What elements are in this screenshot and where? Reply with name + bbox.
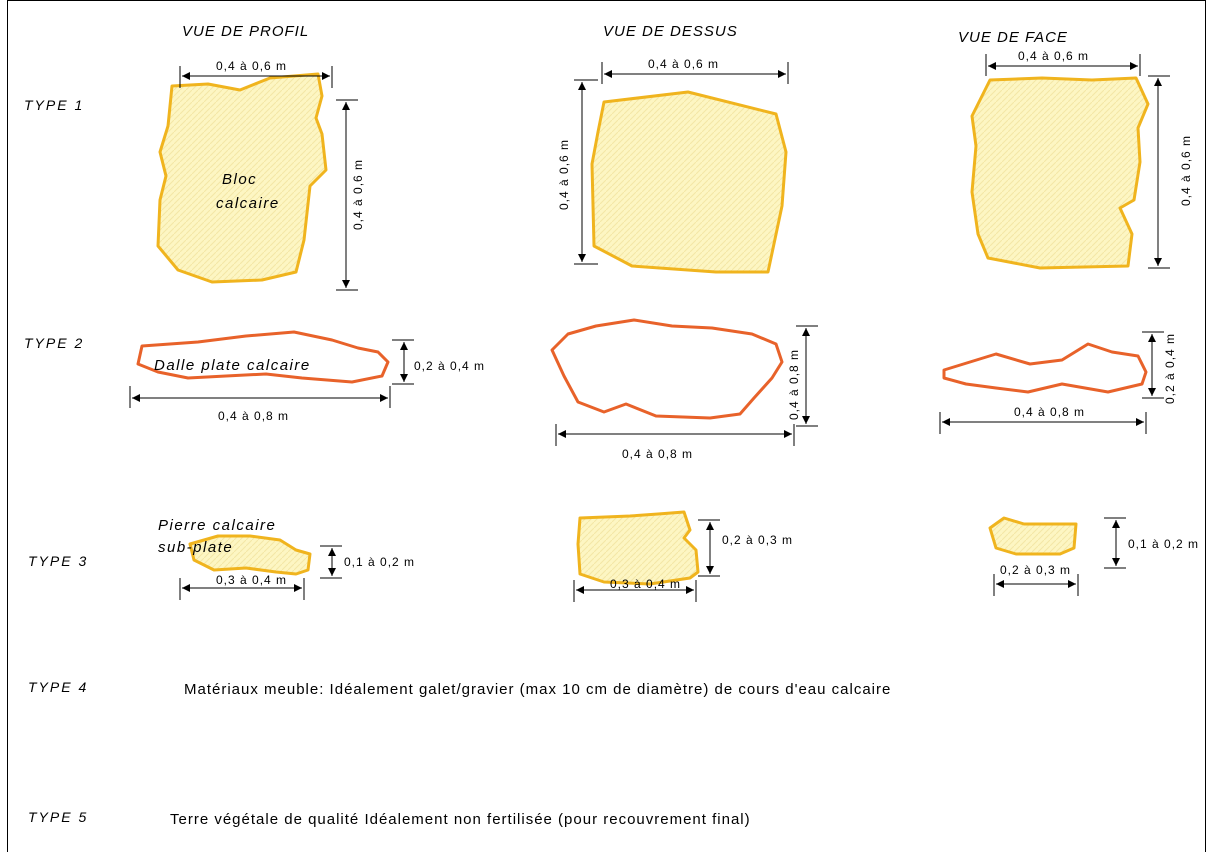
label-bloc: Bloc xyxy=(222,171,257,188)
dim-label: 0,2 à 0,3 m xyxy=(722,533,793,547)
type1-dessus-width-dim xyxy=(601,62,789,84)
dim-label: 0,4 à 0,6 m xyxy=(648,57,719,71)
row-label-type-2: TYPE 2 xyxy=(24,335,84,351)
type2-face-shape xyxy=(942,342,1148,394)
type2-profil-height-dim xyxy=(392,339,414,385)
type2-face-height-dim xyxy=(1142,331,1164,399)
dim-label: 0,4 à 0,8 m xyxy=(787,349,801,420)
diagram-frame xyxy=(7,0,1206,852)
label-pierre-calcaire: Pierre calcaire xyxy=(158,517,276,534)
header-vue-de-profil: VUE DE PROFIL xyxy=(182,23,309,40)
header-vue-de-dessus: VUE DE DESSUS xyxy=(603,23,738,40)
row-label-type-3: TYPE 3 xyxy=(28,553,88,569)
type1-face-shape xyxy=(970,76,1150,270)
dim-label: 0,4 à 0,6 m xyxy=(1179,135,1193,206)
type3-profil-width-dim xyxy=(179,578,305,600)
dim-label: 0,4 à 0,6 m xyxy=(351,159,365,230)
dim-label: 0,4 à 0,6 m xyxy=(1018,49,1089,63)
type3-face-height-dim xyxy=(1104,517,1126,569)
row-label-type-1: TYPE 1 xyxy=(24,97,84,113)
dim-label: 0,4 à 0,8 m xyxy=(218,409,289,423)
dim-label: 0,1 à 0,2 m xyxy=(1128,537,1199,551)
dim-label: 0,2 à 0,4 m xyxy=(1163,333,1177,404)
label-dalle-plate-calcaire: Dalle plate calcaire xyxy=(154,357,311,374)
type2-profil-width-dim xyxy=(129,386,391,408)
dim-label: 0,1 à 0,2 m xyxy=(344,555,415,569)
type4-description: Matériaux meuble: Idéalement galet/gravi… xyxy=(184,681,891,698)
dim-label: 0,3 à 0,4 m xyxy=(216,573,287,587)
dim-label: 0,4 à 0,6 m xyxy=(216,59,287,73)
dim-label: 0,2 à 0,3 m xyxy=(1000,563,1071,577)
type1-dessus-height-dim xyxy=(574,79,598,265)
dim-label: 0,2 à 0,4 m xyxy=(414,359,485,373)
type3-dessus-shape xyxy=(576,510,700,586)
type1-profil-height-dim xyxy=(336,99,358,291)
type1-dessus-shape xyxy=(590,90,788,274)
type1-profil-width-dim xyxy=(179,66,333,88)
header-vue-de-face: VUE DE FACE xyxy=(958,29,1068,46)
type3-dessus-height-dim xyxy=(698,519,720,577)
type2-face-width-dim xyxy=(939,412,1147,434)
type3-profil-shape xyxy=(188,534,312,576)
dim-label: 0,4 à 0,8 m xyxy=(622,447,693,461)
label-calcaire: calcaire xyxy=(216,195,280,212)
type2-dessus-height-dim xyxy=(796,325,818,427)
row-label-type-4: TYPE 4 xyxy=(28,679,88,695)
type1-face-width-dim xyxy=(985,54,1141,76)
type3-face-shape xyxy=(988,516,1078,556)
type5-description: Terre végétale de qualité Idéalement non… xyxy=(170,811,751,828)
dim-label: 0,3 à 0,4 m xyxy=(610,577,681,591)
dim-label: 0,4 à 0,6 m xyxy=(557,139,571,210)
label-sub-plate: sub-plate xyxy=(158,539,233,556)
type3-dessus-width-dim xyxy=(573,580,697,602)
type2-dessus-shape xyxy=(550,318,784,420)
type2-dessus-width-dim xyxy=(555,424,795,446)
row-label-type-5: TYPE 5 xyxy=(28,809,88,825)
type1-face-height-dim xyxy=(1148,75,1170,269)
dim-label: 0,4 à 0,8 m xyxy=(1014,405,1085,419)
type2-profil-shape xyxy=(136,330,390,384)
type3-face-width-dim xyxy=(993,574,1079,596)
type3-profil-height-dim xyxy=(320,545,342,579)
